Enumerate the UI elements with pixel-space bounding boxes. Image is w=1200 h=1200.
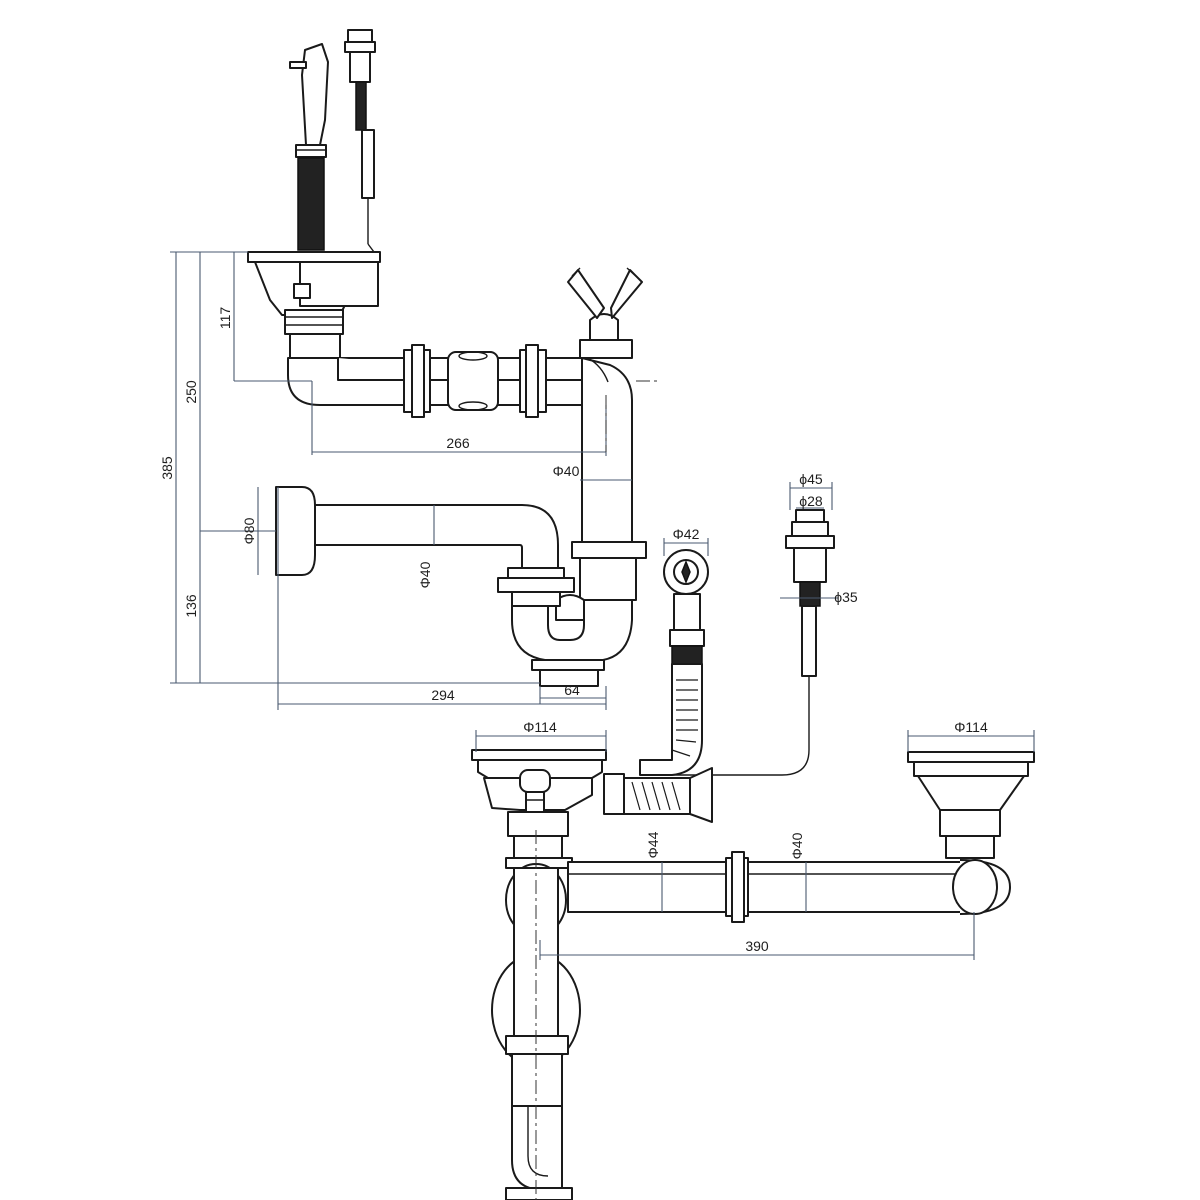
lever-handle (289, 43, 329, 251)
dim-385: 385 (159, 456, 175, 480)
overflow-rosette-part (639, 538, 709, 776)
vertical-waste-pipe (491, 863, 581, 1200)
dim-250: 250 (183, 380, 199, 404)
dim-390: 390 (745, 938, 769, 954)
dim-117: 117 (217, 307, 233, 330)
dim-phi114-left: Φ114 (523, 719, 557, 735)
horizontal-drain-arm (287, 344, 583, 418)
u-trap-upper (511, 541, 647, 687)
dim-266: 266 (446, 435, 470, 451)
dim-phi40-vertical-pipe: Φ40 (553, 463, 580, 479)
dim-phi42: Φ42 (673, 526, 700, 542)
dim-phi45: ϕ45 (799, 471, 823, 487)
dimension-labels: 385 250 117 136 266 294 64 390 Φ40 Φ40 Φ… (159, 307, 988, 954)
dim-phi35: ϕ35 (834, 589, 858, 605)
dim-phi44: Φ44 (645, 831, 661, 858)
upper-assembly (170, 29, 660, 710)
dim-phi114-right: Φ114 (954, 719, 988, 735)
dim-136: 136 (183, 594, 199, 618)
popup-button-upper (344, 29, 376, 253)
dim-64: 64 (564, 682, 580, 698)
popup-button-lower (640, 482, 838, 776)
lower-assembly (471, 730, 1035, 1200)
upper-dimensions (170, 251, 660, 710)
dim-phi28: ϕ28 (799, 493, 823, 509)
dim-294: 294 (431, 687, 455, 703)
overflow-pipe (275, 486, 575, 607)
vertical-pipe-y (567, 267, 643, 561)
dim-phi80: Φ80 (241, 517, 257, 544)
lower-dimensions (475, 730, 1035, 1200)
dim-phi40-lower-pipe: Φ40 (789, 832, 805, 859)
strainer-basket-right (907, 751, 1035, 859)
horizontal-connector-pipe (567, 851, 1011, 923)
strainer-basket-upper (247, 251, 381, 359)
dim-phi40-overflow-pipe: Φ40 (417, 561, 433, 588)
